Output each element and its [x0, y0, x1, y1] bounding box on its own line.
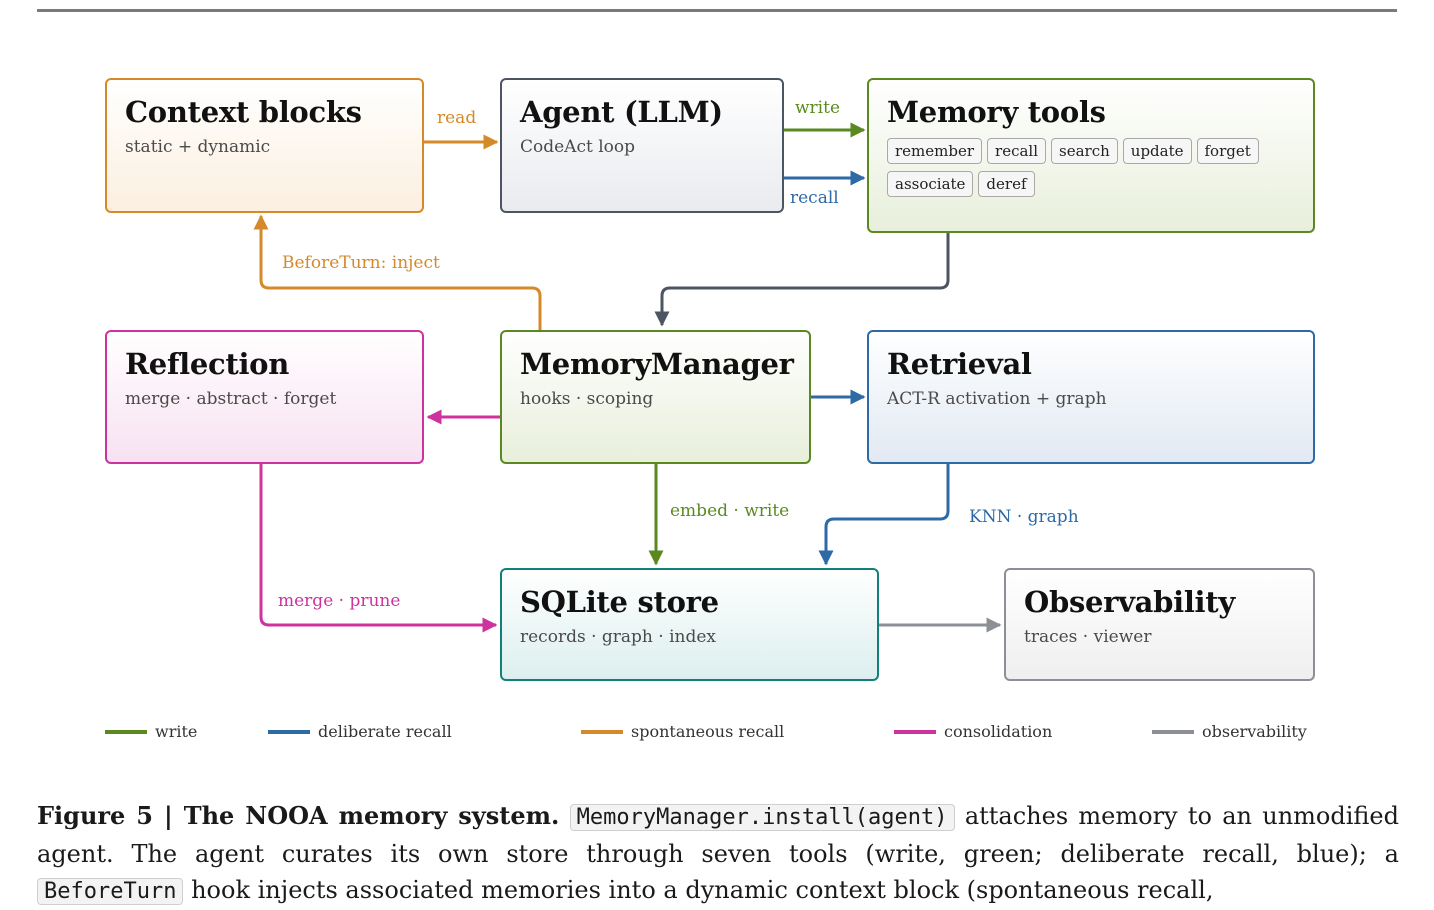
legend-swatch-write [105, 729, 147, 734]
retrieval-title: Retrieval [887, 347, 1032, 381]
retrieval-subtitle: ACT-R activation + graph [887, 389, 1107, 409]
caption-text-2: hook injects associated memories into a … [191, 876, 1214, 904]
memory-manager-box: MemoryManager hooks · scoping [500, 330, 811, 464]
agent-subtitle: CodeAct loop [520, 137, 636, 157]
tool-chip-deref: deref [978, 171, 1035, 197]
edge-label-embed-write: embed · write [670, 501, 790, 521]
sqlite-store-title: SQLite store [520, 585, 719, 619]
legend-label-consolidation: consolidation [944, 722, 1053, 741]
legend-item-spontaneous-recall: spontaneous recall [581, 722, 784, 741]
edge-label-before-turn: BeforeTurn: inject [282, 253, 440, 273]
edge-tools-to-manager [654, 233, 950, 327]
top-rule [37, 9, 1397, 12]
sqlite-store-subtitle: records · graph · index [520, 627, 716, 647]
legend-label-spontaneous-recall: spontaneous recall [631, 722, 785, 741]
observability-title: Observability [1024, 585, 1235, 619]
legend-item-write: write [105, 722, 197, 741]
legend-item-consolidation: consolidation [894, 722, 1052, 741]
observability-box: Observability traces · viewer [1004, 568, 1315, 681]
reflection-title: Reflection [125, 347, 289, 381]
edge-knn-graph [818, 464, 950, 566]
edge-label-recall: recall [790, 188, 839, 208]
edge-merge-prune [259, 464, 498, 633]
edge-label-merge-prune: merge · prune [278, 591, 401, 611]
legend-item-observability: observability [1152, 722, 1307, 741]
figure-caption: Figure 5 | The NOOA memory system. Memor… [37, 798, 1399, 910]
legend-swatch-observability [1152, 729, 1194, 734]
caption-code-before-turn: BeforeTurn [37, 878, 184, 905]
caption-code-install: MemoryManager.install(agent) [569, 804, 955, 831]
edge-label-read: read [437, 108, 477, 128]
edge-before-turn [253, 214, 542, 330]
sqlite-store-box: SQLite store records · graph · index [500, 568, 879, 681]
memory-manager-subtitle: hooks · scoping [520, 389, 654, 409]
tool-chip-search: search [1051, 138, 1118, 164]
architecture-diagram [253, 122, 1002, 633]
legend-label-write: write [155, 722, 198, 741]
context-blocks-box: Context blocks static + dynamic [105, 78, 424, 213]
tool-chip-recall: recall [987, 138, 1047, 164]
legend-label-observability: observability [1202, 722, 1307, 741]
reflection-box: Reflection merge · abstract · forget [105, 330, 424, 464]
agent-title: Agent (LLM) [520, 95, 723, 129]
caption-text-1: attaches memory to an unmodified agent. … [37, 802, 1399, 868]
observability-subtitle: traces · viewer [1024, 627, 1152, 647]
context-blocks-title: Context blocks [125, 95, 362, 129]
tool-chip-associate: associate [887, 171, 974, 197]
edge-label-write: write [795, 98, 841, 118]
figure-label: Figure 5 | The NOOA memory system. [37, 801, 560, 830]
reflection-subtitle: merge · abstract · forget [125, 389, 337, 409]
tool-chip-update: update [1122, 138, 1192, 164]
tool-chip-forget: forget [1196, 138, 1259, 164]
context-blocks-subtitle: static + dynamic [125, 137, 271, 157]
legend-swatch-consolidation [894, 729, 936, 734]
edge-label-knn-graph: KNN · graph [969, 507, 1079, 527]
legend-label-deliberate-recall: deliberate recall [318, 722, 452, 741]
legend-swatch-deliberate-recall [268, 729, 310, 734]
memory-manager-title: MemoryManager [520, 347, 794, 381]
legend-item-deliberate-recall: deliberate recall [268, 722, 452, 741]
legend-swatch-spontaneous-recall [581, 729, 623, 734]
tool-chip-remember: remember [887, 138, 983, 164]
agent-box: Agent (LLM) CodeAct loop [500, 78, 784, 213]
retrieval-box: Retrieval ACT-R activation + graph [867, 330, 1315, 464]
memory-tools-title: Memory tools [887, 95, 1106, 129]
